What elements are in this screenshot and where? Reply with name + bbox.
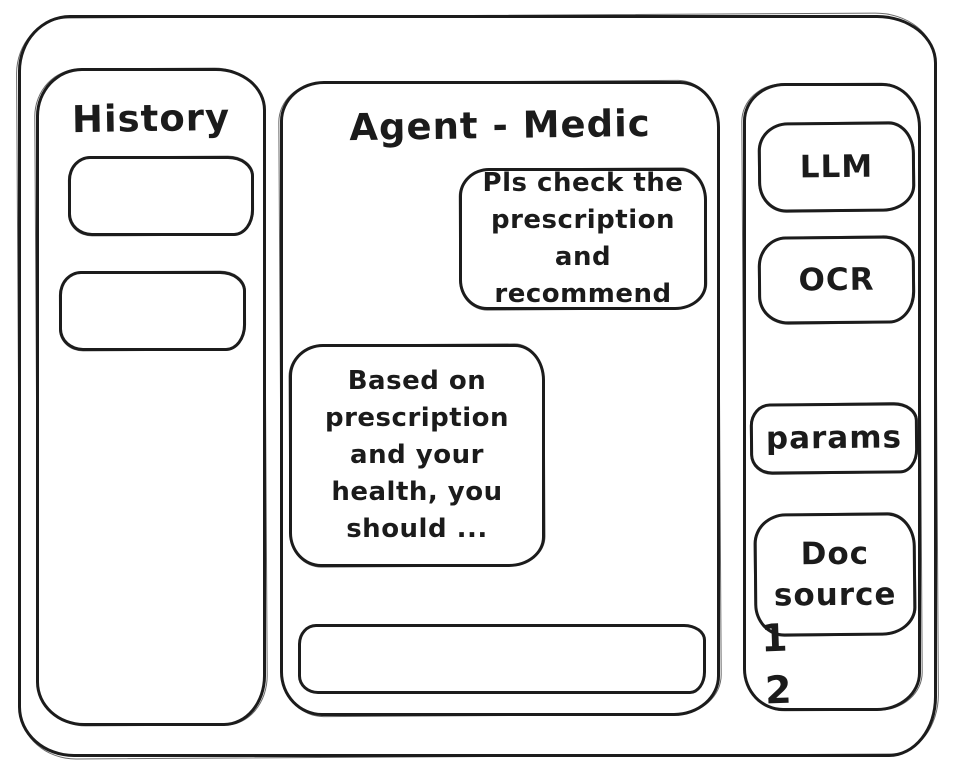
agent-message-bubble: Based on prescription and your health, y… <box>289 344 545 567</box>
doc-source-item-1[interactable]: 1 <box>760 615 789 661</box>
doc-source-item-2[interactable]: 2 <box>764 667 793 713</box>
history-item[interactable] <box>59 271 246 351</box>
chat-title: Agent - Medic <box>349 101 651 150</box>
ocr-button[interactable]: OCR <box>757 235 916 325</box>
chat-input[interactable] <box>298 624 706 694</box>
llm-button[interactable]: LLM <box>757 121 916 213</box>
tools-sidebar: LLM OCR params Doc source 1 2 <box>743 83 921 713</box>
app-window: History Agent - Medic Pls check the pres… <box>18 15 937 757</box>
params-button[interactable]: params <box>749 402 919 475</box>
user-message-bubble: Pls check the prescription and recommend <box>459 168 707 310</box>
chat-panel: Agent - Medic Pls check the prescription… <box>280 81 720 716</box>
history-title: History <box>71 95 231 142</box>
history-sidebar: History <box>36 68 266 726</box>
history-item[interactable] <box>68 156 254 236</box>
